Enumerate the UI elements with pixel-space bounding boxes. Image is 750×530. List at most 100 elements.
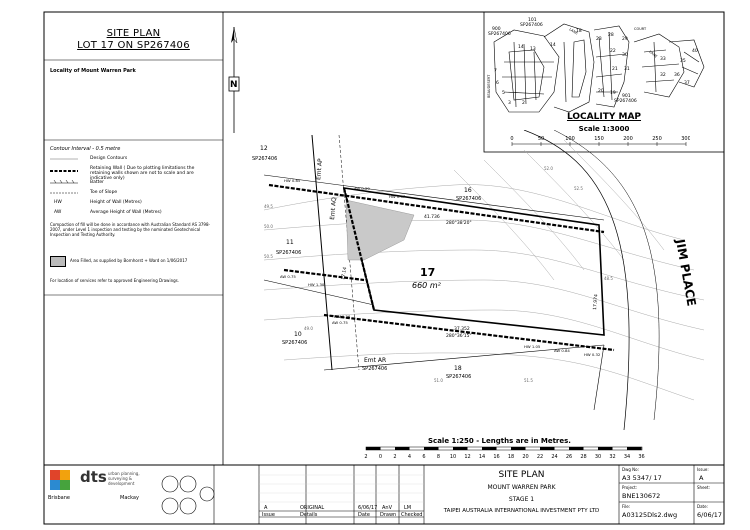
- neighbour-plan: SP267406: [446, 374, 471, 380]
- bearing: 280°38'20": [446, 220, 472, 226]
- neighbour-plan: SP267406: [276, 250, 301, 256]
- svg-text:COURT: COURT: [634, 27, 647, 31]
- scale-tick: 12: [464, 454, 470, 460]
- main-scale-bar: 2 0 2 4 6 8 10 12 14 16 18 20 22 24 26 2…: [364, 446, 645, 460]
- neighbour-plan: SP267406: [252, 156, 277, 162]
- neighbour-lot: 10: [294, 331, 302, 338]
- legend-symbol-aw: AW: [54, 210, 62, 215]
- compaction-note: Compaction of fill will be done in accor…: [50, 222, 210, 237]
- svg-text:101: 101: [528, 17, 537, 23]
- issue-value: A: [699, 474, 704, 482]
- svg-text:28: 28: [608, 32, 614, 38]
- easement-label: Emt AQ: [329, 197, 338, 220]
- legend-item: Average Height of Wall (Metres): [90, 210, 162, 215]
- svg-text:SP267406: SP267406: [488, 31, 511, 37]
- file-label: File:: [622, 504, 631, 509]
- scale-tick: 4: [408, 454, 411, 460]
- scale-tick: 16: [493, 454, 499, 460]
- scale-tick: 250: [652, 136, 662, 142]
- wall-note: HW 1.05: [524, 344, 541, 349]
- stage-label: STAGE 1: [508, 496, 535, 503]
- rev-header: Date: [358, 512, 370, 518]
- contour-label: 50.0: [264, 224, 273, 229]
- contour-label: 49.0: [304, 326, 313, 331]
- office-name: Mackay: [120, 495, 139, 501]
- neighbour-lot: 18: [454, 365, 462, 372]
- svg-text:23: 23: [596, 36, 602, 42]
- drawing-title: SITE PLAN: [498, 470, 545, 480]
- wall-note: AW 0.84: [554, 348, 570, 353]
- scale-tick: 30: [595, 454, 601, 460]
- contour-label: 48.5: [604, 276, 613, 281]
- svg-text:3: 3: [508, 100, 511, 106]
- legend-item: Height of Wall (Metres): [90, 200, 142, 205]
- svg-text:LANE: LANE: [648, 50, 658, 59]
- neighbour-plan: SP267406: [456, 196, 481, 202]
- svg-text:19: 19: [610, 90, 616, 96]
- scale-tick: 8: [437, 454, 440, 460]
- legend-item: Design Contours: [90, 156, 128, 161]
- north-label: N: [230, 80, 238, 90]
- svg-text:35: 35: [680, 58, 686, 64]
- area-filled-text: Area Filled, as supplied by Bornhorst + …: [70, 258, 188, 263]
- date-value: 6/06/17: [697, 511, 723, 519]
- office-name: Brisbane: [48, 495, 70, 501]
- contour-label: 50.5: [264, 254, 273, 259]
- scale-tick: 2: [393, 454, 396, 460]
- scale-tick: 0: [379, 454, 382, 460]
- neighbour-lot: 11: [286, 239, 294, 246]
- project-name: MOUNT WARREN PARK: [487, 484, 556, 491]
- svg-text:40: 40: [692, 48, 698, 54]
- bearing: 17.14: [340, 266, 348, 280]
- scale-tick: 20: [522, 454, 528, 460]
- svg-text:37: 37: [684, 80, 690, 86]
- svg-text:20: 20: [598, 88, 604, 94]
- easement-label: Emt AR: [364, 357, 386, 364]
- rev-header: Issue: [262, 512, 275, 518]
- rev-header: Checked: [401, 512, 423, 518]
- scale-tick: 200: [623, 136, 633, 142]
- rev-checked: LM: [404, 505, 412, 511]
- title-block-grid: [213, 465, 724, 524]
- svg-text:SP267406: SP267406: [520, 22, 543, 28]
- wall-note: AW 0.75: [280, 274, 296, 279]
- contour-label: 52.5: [574, 186, 583, 191]
- legend-item: Toe of Slope: [90, 190, 118, 195]
- rev-date: 6/06/17: [358, 505, 378, 511]
- date-label: Date:: [697, 504, 708, 509]
- svg-text:21: 21: [612, 66, 618, 72]
- contour-label: 49.5: [264, 204, 273, 209]
- easement-label: Emt AP: [315, 158, 324, 181]
- neighbour-lot: 16: [464, 187, 472, 194]
- contour-label: 51.0: [434, 378, 443, 383]
- svg-text:6: 6: [496, 80, 499, 86]
- bearing: 17.974: [592, 294, 599, 310]
- lot-area: 660 m²: [412, 281, 442, 290]
- neighbour-lot: 12: [260, 145, 268, 152]
- svg-text:29: 29: [622, 36, 628, 42]
- svg-text:BEAUDESERT: BEAUDESERT: [487, 74, 491, 98]
- svg-text:36: 36: [674, 72, 680, 78]
- scale-tick: 28: [580, 454, 586, 460]
- neighbour-plan: SP267406: [282, 340, 307, 346]
- issue-label: Issue:: [697, 467, 709, 472]
- dwg-no-label: Dwg No:: [622, 467, 639, 472]
- street-name: JIM PLACE: [673, 237, 699, 307]
- project-label: Project:: [622, 485, 638, 490]
- lot-number: 17: [420, 266, 435, 279]
- rev-issue: A: [264, 505, 268, 511]
- scale-tick: 22: [537, 454, 543, 460]
- svg-text:18: 18: [576, 28, 582, 34]
- svg-text:30: 30: [622, 52, 628, 58]
- rev-header: Drawn: [380, 512, 397, 518]
- company-logo-text: dts: [80, 468, 107, 486]
- sheet-label: Sheet:: [697, 485, 710, 490]
- scale-tick: 32: [609, 454, 615, 460]
- svg-text:7: 7: [494, 68, 497, 74]
- scale-tick: 18: [508, 454, 514, 460]
- svg-text:33: 33: [660, 56, 666, 62]
- bearing: 37.352: [454, 326, 470, 332]
